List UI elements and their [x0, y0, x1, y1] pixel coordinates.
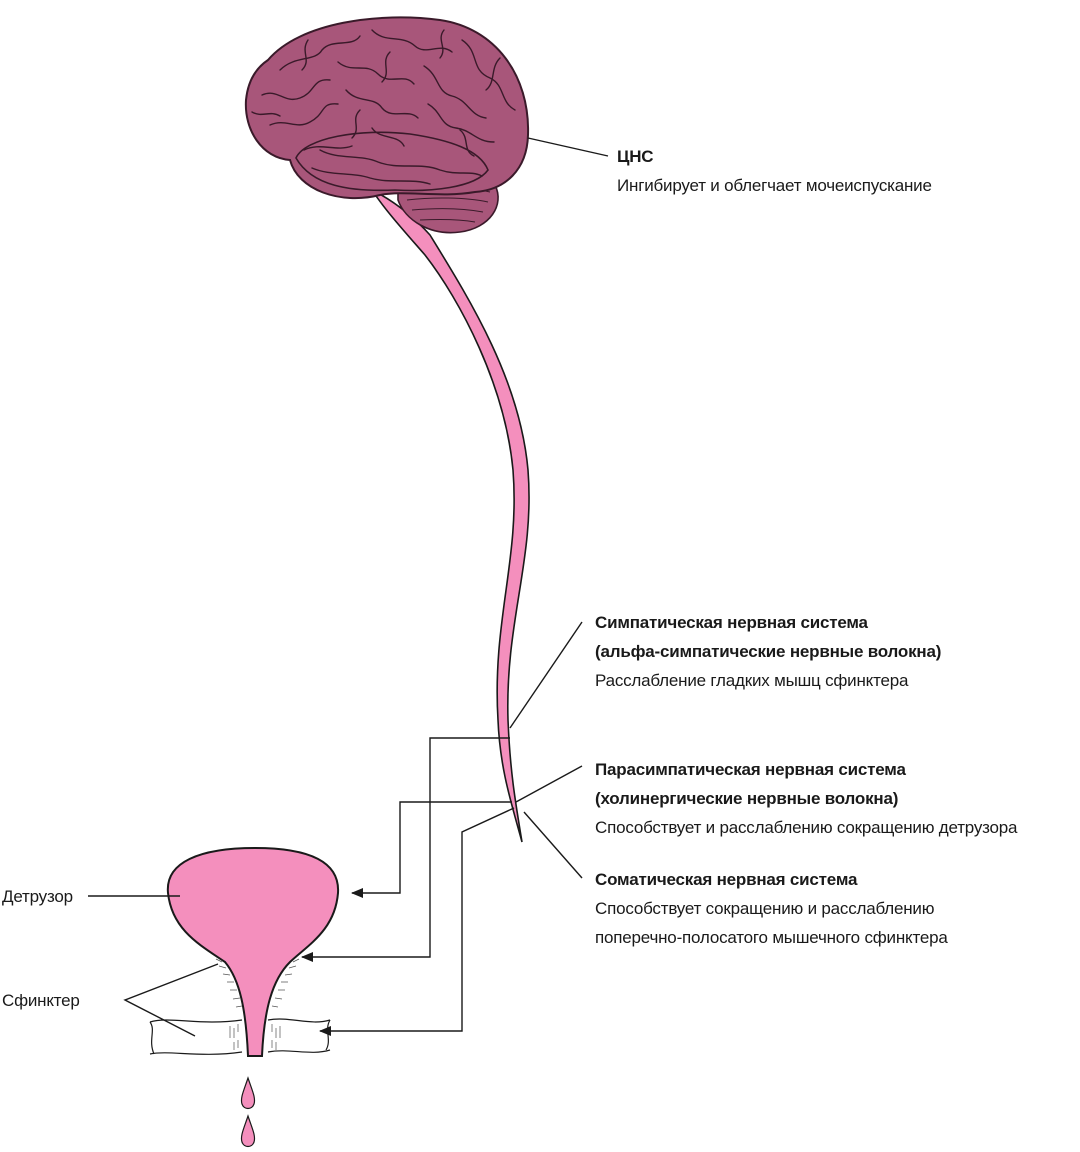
brain	[244, 16, 530, 234]
cns-leader-line	[527, 137, 609, 157]
sphincter-label: Сфинктер	[2, 991, 80, 1010]
parasympathetic-leader-line	[515, 765, 583, 803]
sympathetic-label: Симпатическая нервная система (альфа-сим…	[595, 608, 941, 695]
cns-label: ЦНС Ингибирует и облегчает мочеиспускани…	[617, 142, 932, 200]
brain-temporal-lobe	[295, 131, 489, 192]
parasympathetic-title: Парасимпатическая нервная система	[595, 760, 906, 779]
detrusor-label: Детрузор	[2, 887, 73, 906]
sympathetic-fibers: (альфа-симпатические нервные волокна)	[595, 642, 942, 661]
urine-drop	[240, 1114, 256, 1148]
internal-sphincter-fibers	[215, 958, 300, 1008]
somatic-title: Соматическая нервная система	[595, 870, 858, 889]
parasympathetic-nerve-path	[351, 801, 512, 898]
brain-gyri	[251, 29, 516, 185]
spinal-cord	[369, 187, 530, 843]
cns-description: Ингибирует и облегчает мочеиспускание	[617, 176, 932, 195]
parasympathetic-fibers: (холинергические нервные волокна)	[595, 789, 899, 808]
urine-drop	[240, 1076, 256, 1110]
sphincter-leader-line	[123, 963, 219, 1037]
sympathetic-nerve-path	[301, 737, 510, 962]
sympathetic-title: Симпатическая нервная система	[595, 613, 868, 632]
somatic-nerve-path	[319, 807, 515, 1036]
bladder	[166, 846, 340, 1057]
parasympathetic-description: Способствует и расслаблению сокращению д…	[595, 818, 1018, 837]
sympathetic-description: Расслабление гладких мышц сфинктера	[595, 671, 909, 690]
somatic-label: Соматическая нервная система Способствуе…	[595, 865, 948, 952]
cns-title: ЦНС	[617, 147, 654, 166]
external-sphincter-fibers	[229, 1024, 281, 1050]
sympathetic-leader-line	[509, 621, 583, 729]
somatic-leader-line	[523, 811, 583, 879]
external-sphincter	[149, 1018, 331, 1055]
somatic-description-line2: поперечно-полосатого мышечного сфинктера	[595, 928, 948, 947]
somatic-description-line1: Способствует сокращению и расслаблению	[595, 899, 935, 918]
parasympathetic-label: Парасимпатическая нервная система (холин…	[595, 755, 1018, 842]
